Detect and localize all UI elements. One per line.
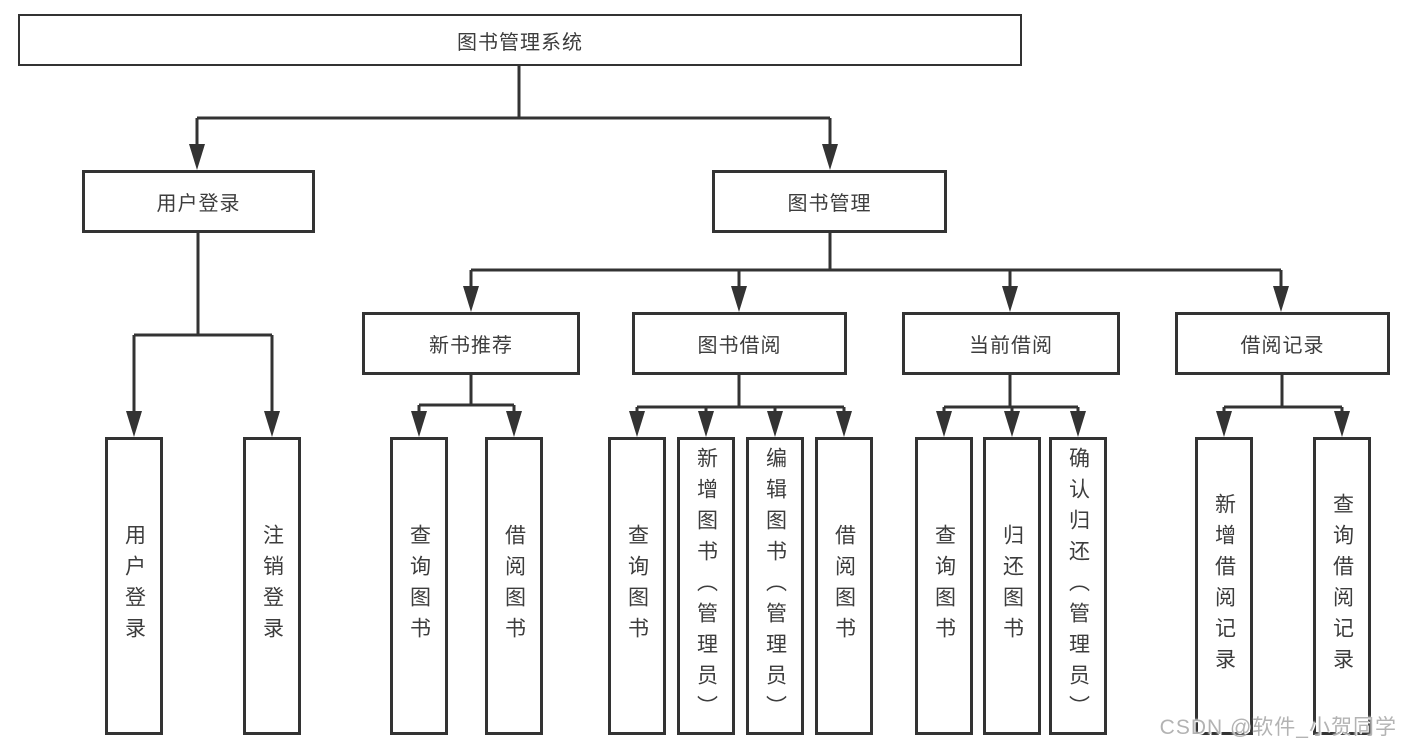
leaf-edit-book-admin: 编辑图书（管理员） xyxy=(746,437,804,735)
leaf-borrow-books-1: 借阅图书 xyxy=(485,437,543,735)
node-root: 图书管理系统 xyxy=(18,14,1022,66)
node-book-management: 图书管理 xyxy=(712,170,947,233)
leaf-add-borrow-record-label: 新增借阅记录 xyxy=(1212,493,1236,679)
node-book-borrow-label: 图书借阅 xyxy=(697,335,782,357)
leaf-query-books-2-label: 查询图书 xyxy=(625,524,649,648)
node-borrow-records: 借阅记录 xyxy=(1175,312,1390,375)
leaf-confirm-return-admin: 确认归还（管理员） xyxy=(1049,437,1107,735)
leaf-edit-book-admin-label: 编辑图书（管理员） xyxy=(763,446,787,726)
node-borrow-records-label: 借阅记录 xyxy=(1240,335,1325,357)
leaf-user-login-label: 用户登录 xyxy=(122,524,146,648)
node-book-borrow: 图书借阅 xyxy=(632,312,847,375)
watermark: CSDN @软件_小贺同学 xyxy=(1159,716,1397,739)
leaf-query-books-1-label: 查询图书 xyxy=(407,524,431,648)
leaf-return-book-label: 归还图书 xyxy=(1000,524,1024,648)
leaf-query-books-3-label: 查询图书 xyxy=(932,524,956,648)
node-root-label: 图书管理系统 xyxy=(457,31,583,54)
leaf-borrow-books-1-label: 借阅图书 xyxy=(502,524,526,648)
leaf-query-borrow-record: 查询借阅记录 xyxy=(1313,437,1371,735)
node-new-book-recommend: 新书推荐 xyxy=(362,312,580,375)
leaf-add-borrow-record: 新增借阅记录 xyxy=(1195,437,1253,735)
node-new-book-recommend-label: 新书推荐 xyxy=(429,335,513,357)
node-book-management-label: 图书管理 xyxy=(787,193,872,215)
leaf-user-login: 用户登录 xyxy=(105,437,163,735)
leaf-confirm-return-admin-label: 确认归还（管理员） xyxy=(1066,446,1090,726)
leaf-query-books-1: 查询图书 xyxy=(390,437,448,735)
leaf-add-book-admin-label: 新增图书（管理员） xyxy=(694,446,718,726)
leaf-query-books-3: 查询图书 xyxy=(915,437,973,735)
leaf-logout-label: 注销登录 xyxy=(260,524,284,648)
node-user-login-label: 用户登录 xyxy=(156,193,241,215)
leaf-query-books-2: 查询图书 xyxy=(608,437,666,735)
leaf-query-borrow-record-label: 查询借阅记录 xyxy=(1330,493,1354,679)
node-current-borrow: 当前借阅 xyxy=(902,312,1120,375)
leaf-add-book-admin: 新增图书（管理员） xyxy=(677,437,735,735)
leaf-borrow-books-2: 借阅图书 xyxy=(815,437,873,735)
node-user-login: 用户登录 xyxy=(82,170,315,233)
node-current-borrow-label: 当前借阅 xyxy=(969,335,1053,357)
leaf-return-book: 归还图书 xyxy=(983,437,1041,735)
leaf-logout: 注销登录 xyxy=(243,437,301,735)
leaf-borrow-books-2-label: 借阅图书 xyxy=(832,524,856,648)
